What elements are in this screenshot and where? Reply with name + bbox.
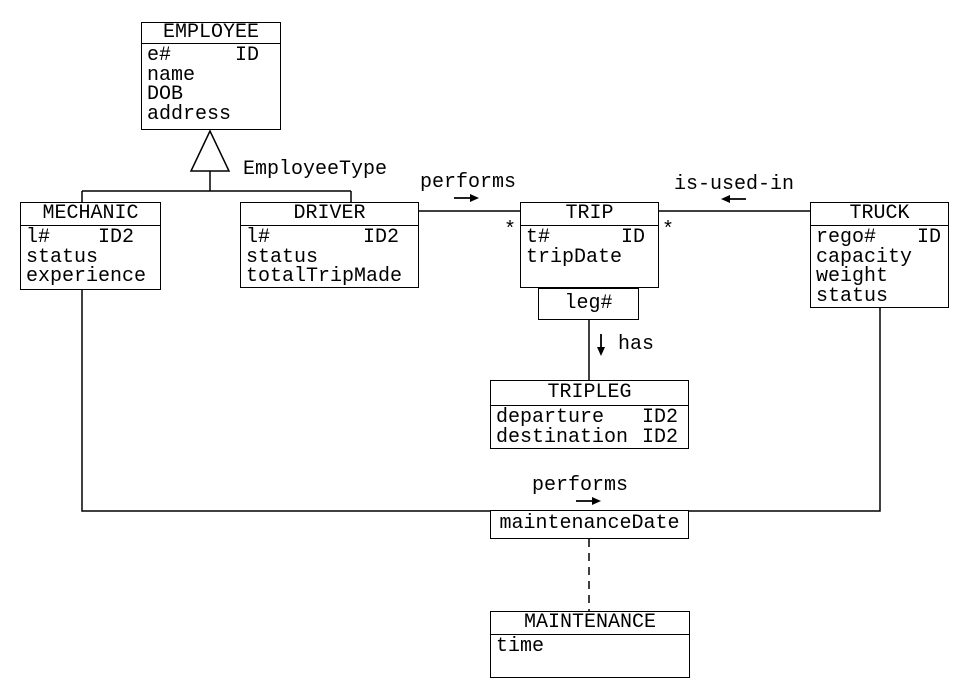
attribute-list: rego# ID capacity weight status: [811, 226, 948, 308]
entity-mechanic: MECHANIC l# ID2 status experience: [20, 202, 161, 290]
trip-truck-relationship-label: is-used-in: [674, 173, 795, 196]
attribute-id-tag: ID2: [362, 226, 399, 249]
attribute-name: capacity: [816, 245, 913, 269]
attribute-row: address: [147, 102, 280, 126]
driver-trip-relationship-label: performs: [420, 171, 517, 194]
attribute-row: destination ID2: [496, 425, 688, 449]
attribute-row: l# ID2: [26, 228, 160, 248]
attribute-row: status: [26, 245, 160, 269]
attribute-name: status: [246, 245, 319, 269]
attribute-name: l#: [246, 226, 271, 249]
entity-title: TRIP: [521, 203, 658, 226]
attribute-name: rego#: [816, 226, 877, 249]
attribute-name: status: [816, 284, 889, 308]
attribute-name: tripDate: [526, 245, 623, 269]
attribute-row: departure ID2: [496, 408, 688, 428]
entity-tripleg: TRIPLEG departure ID2 destination ID2: [490, 380, 689, 449]
entity-driver: DRIVER l# ID2 status totalTripMade: [240, 202, 419, 288]
attribute-name: experience: [26, 265, 147, 288]
attribute-name: e#: [147, 44, 172, 67]
subtype-branch-line: [81, 190, 352, 202]
attribute-name: name: [147, 63, 196, 87]
arrow-right2-head-icon: [592, 497, 601, 505]
isa-triangle-icon: [189, 129, 231, 172]
attribute-name: t#: [526, 226, 551, 249]
attribute-row: weight: [816, 267, 948, 287]
entity-title: DRIVER: [241, 203, 418, 226]
entity-title: TRUCK: [811, 203, 948, 226]
attribute-list: e# ID name DOB address: [142, 44, 280, 126]
attribute-list: l# ID2 status experience: [21, 226, 160, 287]
entity-employee: EMPLOYEE e# ID name DOB address: [141, 22, 281, 130]
maintenance-date-attribute-box: maintenanceDate: [490, 510, 689, 539]
entity-maintenance: MAINTENANCE time: [490, 611, 690, 678]
multiplicity-star-left: *: [504, 219, 517, 242]
attribute-row: totalTripMade: [246, 267, 418, 287]
mechanic-truck-relationship-label: performs: [532, 474, 629, 497]
attribute-list: departure ID2 destination ID2: [491, 406, 688, 449]
entity-trip: TRIP t# ID tripDate: [520, 202, 659, 288]
attribute-row: time: [496, 637, 689, 657]
attribute-id-tag: ID: [916, 226, 941, 249]
attribute-row: rego# ID: [816, 228, 948, 248]
attribute-name: address: [147, 102, 232, 126]
entity-title: MECHANIC: [21, 203, 160, 226]
entity-truck: TRUCK rego# ID capacity weight status: [810, 202, 949, 308]
arrow-right-head-icon: [470, 194, 479, 202]
mechanic-truck-line: [81, 290, 881, 512]
attribute-row: experience: [26, 267, 160, 287]
attribute-row: status: [816, 284, 948, 308]
attribute-row: status: [246, 245, 418, 269]
attribute-row: DOB: [147, 85, 280, 105]
multiplicity-star-right: *: [662, 219, 675, 242]
attribute-name: leg#: [564, 292, 613, 315]
attribute-name: status: [26, 245, 99, 269]
attribute-row: tripDate: [526, 245, 658, 269]
attribute-name: maintenanceDate: [499, 512, 680, 535]
attribute-name: time: [496, 635, 545, 658]
attribute-row: t# ID: [526, 228, 658, 248]
attribute-name: l#: [26, 226, 51, 249]
entity-title: EMPLOYEE: [142, 23, 280, 44]
attribute-list: time: [491, 635, 689, 657]
trip-leg-attribute-box: leg#: [538, 288, 639, 320]
attribute-id-tag: ID: [234, 44, 259, 67]
arrow-left-head-icon: [721, 195, 730, 203]
attribute-name: destination: [496, 425, 629, 449]
attribute-row: l# ID2: [246, 228, 418, 248]
attribute-name: departure: [496, 406, 605, 429]
attribute-id-tag: ID2: [641, 406, 678, 429]
attribute-list: l# ID2 status totalTripMade: [241, 226, 418, 287]
arrow-down-head-icon: [597, 347, 605, 356]
attribute-name: weight: [816, 265, 889, 288]
entity-title: TRIPLEG: [491, 381, 688, 406]
attribute-id-tag: ID2: [641, 425, 678, 449]
attribute-id-tag: ID2: [97, 226, 134, 249]
attribute-row: e# ID: [147, 46, 280, 66]
attribute-name: totalTripMade: [246, 265, 403, 288]
attribute-list: t# ID tripDate: [521, 226, 658, 269]
attribute-row: name: [147, 63, 280, 87]
attribute-id-tag: ID: [620, 226, 645, 249]
trip-tripleg-relationship-label: has: [618, 333, 655, 356]
entity-title: MAINTENANCE: [491, 612, 689, 635]
attribute-name: DOB: [147, 83, 184, 106]
attribute-row: capacity: [816, 245, 948, 269]
subtype-relationship-label: EmployeeType: [243, 158, 388, 181]
